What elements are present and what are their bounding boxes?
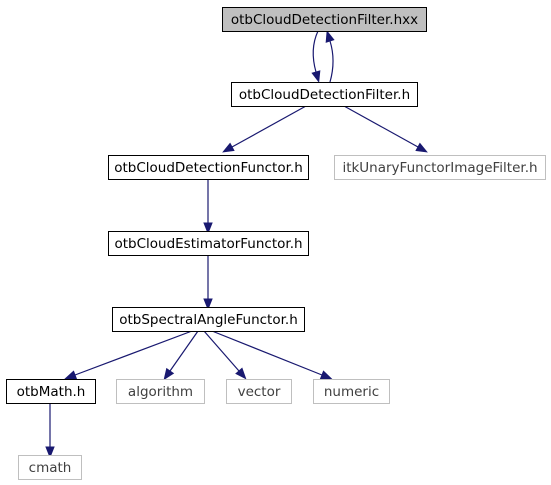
arrowhead-icon [163,367,175,381]
node-box [108,155,309,180]
node-box [231,82,418,107]
nodes-layer: otbCloudDetectionFilter.hxx otbCloudDetec… [6,7,546,480]
edge-line [231,105,307,148]
edge-n5-to-n8 [203,330,247,380]
node-label: otbCloudDetectionFilter.hxx [231,12,418,28]
node-otbspectralanglefunctor-h[interactable]: otbSpectralAngleFunctor.h [112,307,305,332]
node-box [116,379,205,404]
edge-line [169,330,199,372]
node-box [6,379,96,404]
node-label: numeric [324,384,379,400]
edge-n5-to-n6 [64,330,193,380]
node-cmath: cmath [18,455,82,480]
node-box [18,455,82,480]
arrowhead-icon [311,70,321,83]
edge-line [312,30,319,73]
arrowhead-icon [319,370,333,380]
edge-n1-to-n0 [325,30,335,83]
node-label: algorithm [128,384,193,400]
node-label: otbCloudDetectionFunctor.h [114,160,303,176]
node-label: otbCloudEstimatorFunctor.h [114,236,302,252]
arrowhead-icon [45,446,55,459]
node-numeric: numeric [313,379,390,404]
node-label: otbSpectralAngleFunctor.h [119,312,298,328]
node-box [112,307,305,332]
edges-layer [45,30,428,459]
edge-n0-to-n1 [311,30,321,83]
node-label: otbCloudDetectionFilter.h [239,87,410,103]
node-box [334,155,546,180]
node-otbclouddetectionfilter-h[interactable]: otbCloudDetectionFilter.h [231,82,418,107]
arrowhead-icon [235,367,247,380]
edge-n2-to-n4 [203,179,213,235]
node-otbmath-h[interactable]: otbMath.h [6,379,96,404]
arrowhead-icon [222,142,235,153]
edge-n4-to-n5 [203,255,213,311]
node-itkunaryfunctorimagefilter-h: itkUnaryFunctorImageFilter.h [334,155,546,180]
node-otbcloudestimatorfunctor-h[interactable]: otbCloudEstimatorFunctor.h [108,231,309,256]
arrowhead-icon [415,142,428,153]
edge-line [74,330,193,376]
edge-n1-to-n3 [343,105,428,153]
node-box [226,379,292,404]
node-box [108,231,309,256]
edge-line [211,330,323,376]
edge-n5-to-n7 [163,330,199,381]
node-box [313,379,390,404]
node-label: otbMath.h [17,384,86,400]
node-algorithm: algorithm [116,379,205,404]
edge-n5-to-n9 [211,330,333,380]
arrowhead-icon [64,370,78,380]
edge-line [343,105,419,148]
edge-n6-to-n10 [45,403,55,459]
arrowhead-icon [203,222,213,235]
node-otbclouddetectionfunctor-h[interactable]: otbCloudDetectionFunctor.h [108,155,309,180]
node-label: cmath [29,460,72,476]
arrowhead-icon [203,298,213,311]
edge-line [329,40,334,83]
node-vector: vector [226,379,292,404]
node-box [222,7,427,32]
arrowhead-icon [325,30,335,43]
node-otbclouddetectionfilter-hxx[interactable]: otbCloudDetectionFilter.hxx [222,7,427,32]
edge-line [203,330,240,372]
edge-n1-to-n2 [222,105,307,153]
node-label: vector [238,384,281,400]
node-label: itkUnaryFunctorImageFilter.h [342,160,537,176]
